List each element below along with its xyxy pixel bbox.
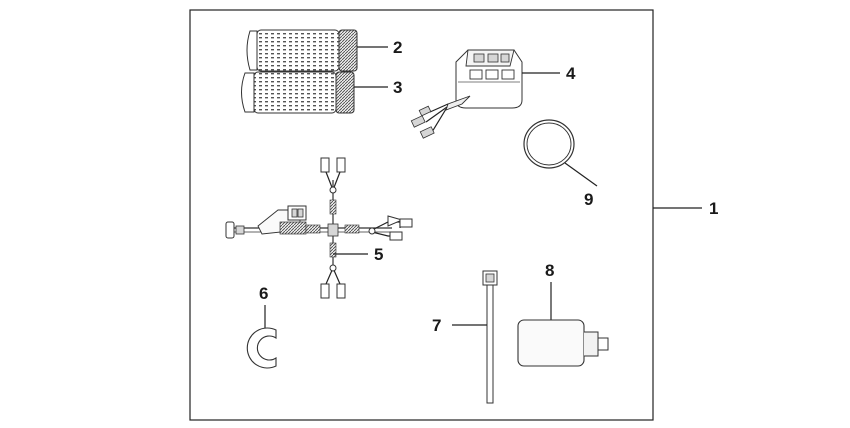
relay-unit [517, 319, 609, 367]
callout-5: 5 [374, 245, 383, 264]
callout-8: 8 [545, 261, 554, 280]
o-ring [523, 119, 575, 169]
grip-right [241, 71, 355, 114]
callout-4: 4 [566, 64, 576, 83]
callout-1: 1 [709, 199, 718, 218]
leader-9 [564, 162, 598, 187]
kit-frame [189, 9, 654, 421]
half-ring-clip [246, 327, 277, 369]
callout-7: 7 [432, 316, 441, 335]
callout-9: 9 [584, 190, 593, 209]
cable-tie [482, 270, 498, 404]
heater-switch [410, 49, 523, 139]
callout-6: 6 [259, 284, 268, 303]
callout-2: 2 [393, 38, 402, 57]
callout-3: 3 [393, 78, 402, 97]
grip-left [246, 29, 358, 72]
wire-harness [225, 157, 413, 299]
